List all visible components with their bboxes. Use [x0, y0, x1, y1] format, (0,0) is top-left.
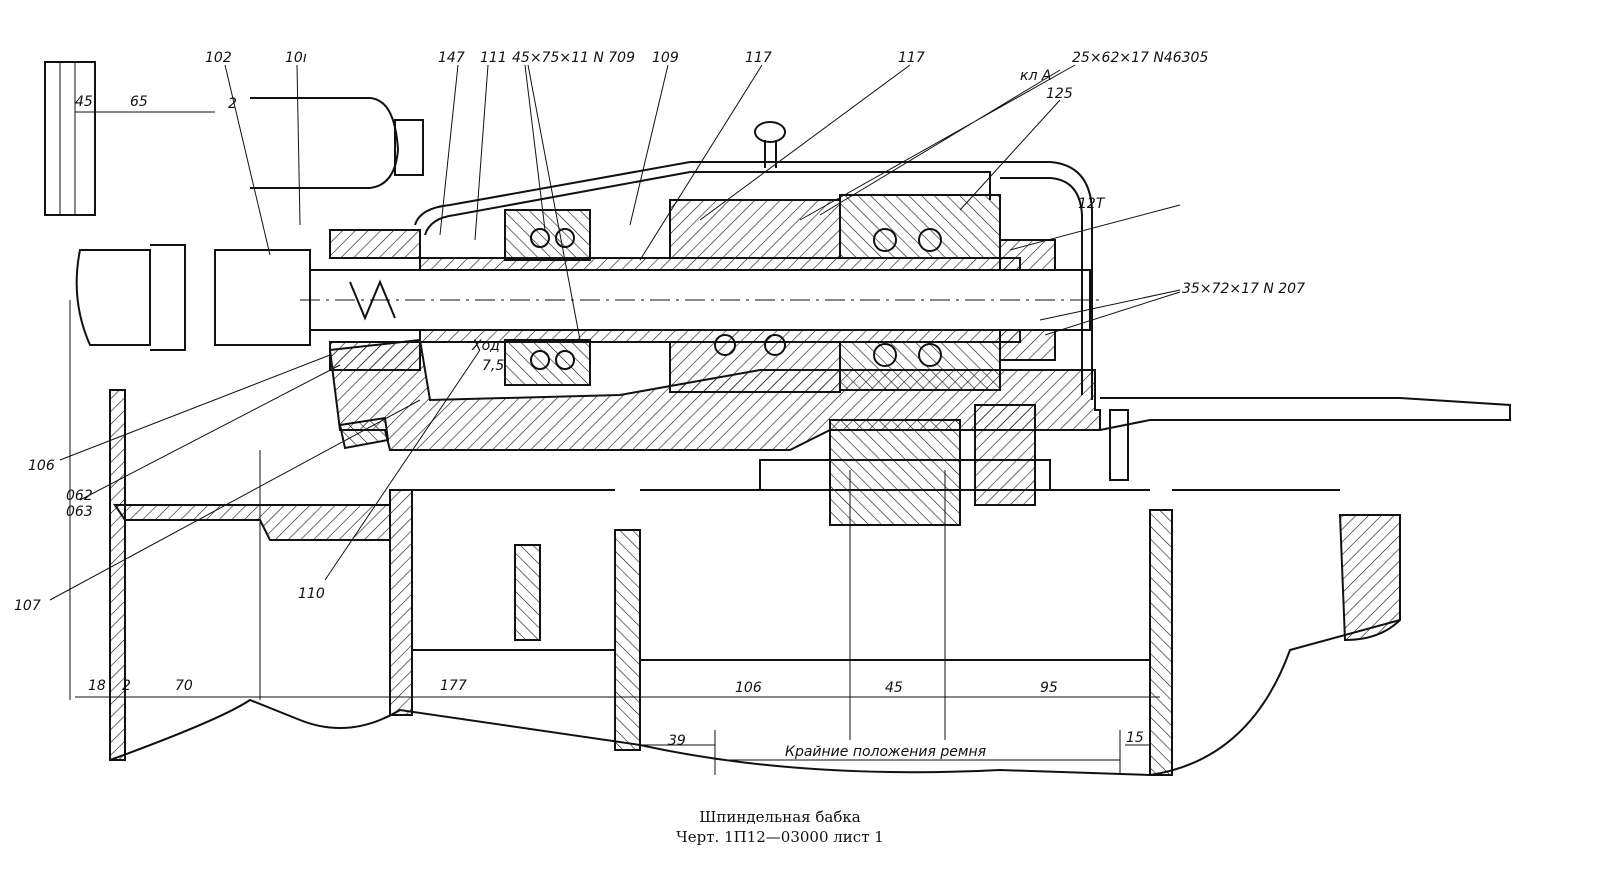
dim-15: 15	[1126, 730, 1144, 746]
callout-bearing-class: кл A	[1020, 68, 1051, 84]
callout-106: 106	[28, 458, 55, 474]
dim-2: 2	[122, 678, 131, 694]
dim-2-top: 2	[228, 96, 237, 112]
dimension-lines	[75, 111, 1160, 775]
dim-45b: 45	[885, 680, 903, 696]
dim-95: 95	[1040, 680, 1058, 696]
dim-70: 70	[175, 678, 193, 694]
dim-18: 18	[88, 678, 106, 694]
dim-177: 177	[440, 678, 467, 694]
callout-062: 062	[66, 488, 93, 504]
spindle-shaft	[300, 257, 1100, 343]
callout-109: 109	[652, 50, 679, 66]
chuck-assembly	[44, 61, 424, 351]
dim-106: 106	[735, 680, 762, 696]
dim-45: 45	[75, 94, 93, 110]
callout-127: 12T	[1078, 196, 1106, 212]
callout-117b: 117	[898, 50, 925, 66]
base-casting	[328, 338, 1511, 526]
callout-bearing-207: 35×72×17 N 207	[1182, 281, 1305, 297]
callout-117a: 117	[745, 50, 772, 66]
callout-147: 147	[438, 50, 465, 66]
callout-bearing-46305: 25×62×17 N46305	[1072, 50, 1208, 66]
caption-sheet: Черт. 1П12—03000 лист 1	[676, 828, 884, 846]
dim-39: 39	[668, 733, 686, 749]
callout-111: 111	[480, 50, 507, 66]
callout-101: 10ı	[285, 50, 307, 66]
callout-107: 107	[14, 598, 41, 614]
dim-65: 65	[130, 94, 148, 110]
caption-title: Шпиндельная бабка	[699, 808, 860, 826]
bearing-blocks	[329, 194, 1056, 393]
callout-125: 125	[1046, 86, 1073, 102]
callout-110: 110	[298, 586, 325, 602]
stroke-value: 7,5	[482, 358, 504, 374]
lower-frame	[69, 300, 1401, 777]
callout-bearing-709: 45×75×11 N 709	[512, 50, 635, 66]
dim-belt-positions: Крайние положения ремня	[785, 744, 986, 760]
leader-lines	[49, 64, 1181, 601]
callout-063: 063	[66, 504, 93, 520]
stroke-label: Ход	[471, 338, 500, 354]
callout-102: 102	[205, 50, 232, 66]
